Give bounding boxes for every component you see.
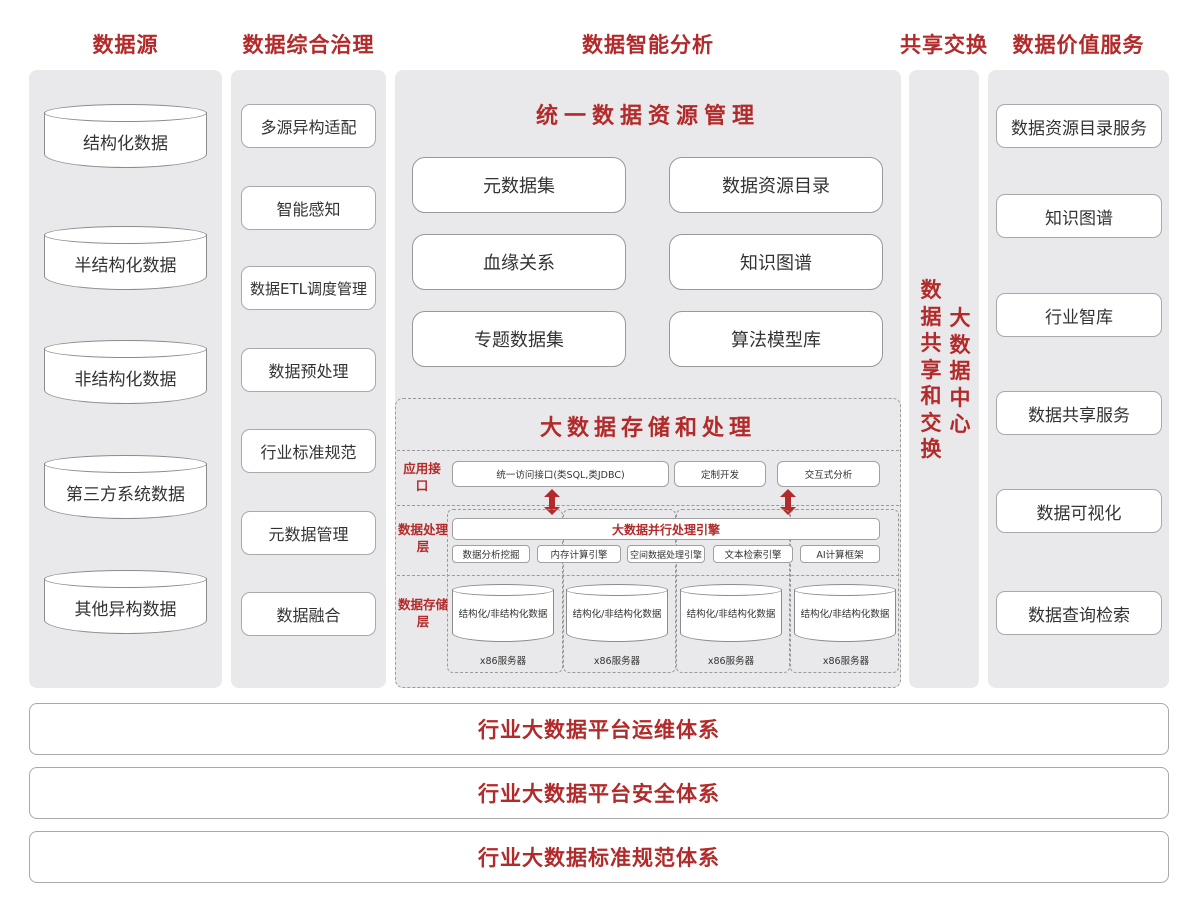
governance-item: 行业标准规范 <box>241 429 376 473</box>
resource-item: 专题数据集 <box>412 311 626 367</box>
resource-item: 知识图谱 <box>669 234 883 290</box>
server-label: x86服务器 <box>822 656 870 667</box>
layer-label-app: 应用接口 <box>403 461 441 493</box>
app-interface-item: 交互式分析 <box>777 461 880 487</box>
layer-divider <box>397 505 899 506</box>
header-data-governance: 数据综合治理 <box>242 33 375 57</box>
storage-cylinder: 结构化/非结构化数据 <box>566 584 668 642</box>
storage-cylinder-label: 结构化/非结构化数据 <box>686 609 776 620</box>
source-cylinder: 半结构化数据 <box>44 226 207 290</box>
server-label: x86服务器 <box>707 656 755 667</box>
layer-divider <box>397 450 899 451</box>
storage-cylinder-label: 结构化/非结构化数据 <box>572 609 662 620</box>
governance-item: 智能感知 <box>241 186 376 230</box>
double-arrow-icon <box>780 489 796 515</box>
parallel-engine: 大数据并行处理引擎 <box>452 518 880 540</box>
source-label: 结构化数据 <box>83 133 168 154</box>
engine-item: 数据分析挖掘 <box>452 545 530 563</box>
header-data-service: 数据价值服务 <box>1012 33 1145 57</box>
governance-item: 多源异构适配 <box>241 104 376 148</box>
engine-item: 空间数据处理引擎 <box>627 545 705 563</box>
resource-item: 血缘关系 <box>412 234 626 290</box>
storage-column <box>447 509 563 673</box>
service-item: 数据查询检索 <box>996 591 1162 635</box>
standards-system-bar: 行业大数据标准规范体系 <box>29 831 1169 883</box>
source-cylinder: 其他异构数据 <box>44 570 207 634</box>
source-cylinder: 非结构化数据 <box>44 340 207 404</box>
storage-column <box>676 509 790 673</box>
source-label: 半结构化数据 <box>74 255 177 276</box>
app-interface-item: 定制开发 <box>674 461 766 487</box>
header-share-exchange: 共享交换 <box>900 33 988 57</box>
big-data-center-vertical-text: 大数据中心 <box>949 306 971 436</box>
layer-divider <box>397 575 899 576</box>
storage-cylinder-label: 结构化/非结构化数据 <box>800 609 890 620</box>
resource-mgmt-title: 统一数据资源管理 <box>535 104 760 129</box>
storage-column <box>790 509 899 673</box>
governance-item: 数据ETL调度管理 <box>241 266 376 310</box>
resource-item: 算法模型库 <box>669 311 883 367</box>
service-item: 行业智库 <box>996 293 1162 337</box>
storage-cylinder: 结构化/非结构化数据 <box>680 584 782 642</box>
double-arrow-icon <box>544 489 560 515</box>
security-system-bar: 行业大数据平台安全体系 <box>29 767 1169 819</box>
engine-item: AI计算框架 <box>800 545 880 563</box>
source-cylinder: 第三方系统数据 <box>44 455 207 519</box>
storage-cylinder-label: 结构化/非结构化数据 <box>458 609 548 620</box>
layer-label-store: 数据存储层 <box>398 597 449 629</box>
resource-item: 元数据集 <box>412 157 626 213</box>
source-cylinder: 结构化数据 <box>44 104 207 168</box>
server-label: x86服务器 <box>593 656 641 667</box>
ops-system-bar: 行业大数据平台运维体系 <box>29 703 1169 755</box>
engine-item: 内存计算引擎 <box>537 545 621 563</box>
service-item: 知识图谱 <box>996 194 1162 238</box>
source-label: 第三方系统数据 <box>66 484 185 505</box>
resource-item: 数据资源目录 <box>669 157 883 213</box>
storage-title: 大数据存储和处理 <box>539 416 756 441</box>
service-item: 数据资源目录服务 <box>996 104 1162 148</box>
governance-item: 数据预处理 <box>241 348 376 392</box>
share-exchange-vertical-text: 数据共享和交换 <box>920 278 942 461</box>
engine-item: 文本检索引擎 <box>713 545 793 563</box>
source-label: 非结构化数据 <box>74 369 177 390</box>
service-item: 数据可视化 <box>996 489 1162 533</box>
governance-item: 数据融合 <box>241 592 376 636</box>
app-interface-item: 统一访问接口(类SQL,类JDBC) <box>452 461 669 487</box>
storage-cylinder: 结构化/非结构化数据 <box>452 584 554 642</box>
panel-data-service <box>988 70 1169 688</box>
header-data-analysis: 数据智能分析 <box>582 33 714 57</box>
panel-share-exchange <box>909 70 979 688</box>
layer-label-process: 数据处理层 <box>398 522 449 554</box>
storage-region <box>395 398 901 688</box>
service-item: 数据共享服务 <box>996 391 1162 435</box>
storage-cylinder: 结构化/非结构化数据 <box>794 584 896 642</box>
server-label: x86服务器 <box>479 656 527 667</box>
governance-item: 元数据管理 <box>241 511 376 555</box>
source-label: 其他异构数据 <box>74 599 177 620</box>
header-data-source: 数据源 <box>92 33 159 57</box>
storage-column <box>563 509 676 673</box>
